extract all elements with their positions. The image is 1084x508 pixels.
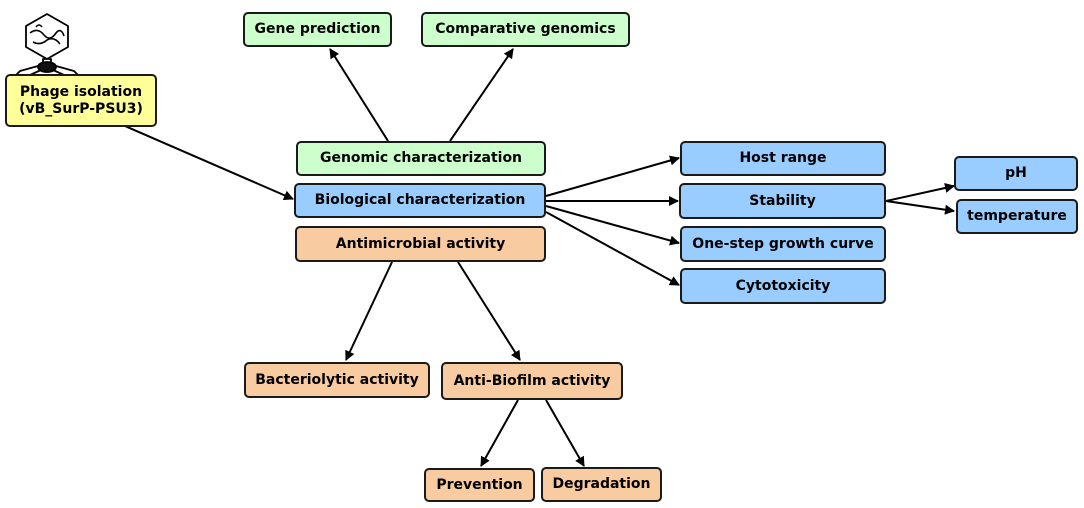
arrow-biological-to-host-range [545, 155, 680, 197]
comparative-genomics-node: Comparative genomics [421, 12, 630, 47]
bacteriolytic-activity-node: Bacteriolytic activity [244, 362, 430, 398]
degradation-label: Degradation [552, 476, 651, 492]
prevention-label: Prevention [436, 476, 523, 493]
cytotoxicity-label: Cytotoxicity [735, 277, 831, 294]
bacteriolytic-activity-label: Bacteriolytic activity [255, 371, 419, 388]
gene-prediction-label: Gene prediction [254, 21, 381, 37]
comparative-genomics-label: Comparative genomics [435, 21, 616, 37]
arrow-stability-to-temperature [885, 200, 955, 215]
degradation-node: Degradation [541, 467, 662, 502]
phage-icon [14, 13, 80, 77]
arrow-biological-to-growth-curve [545, 205, 680, 246]
anti-biofilm-activity-label: Anti-Biofilm activity [453, 372, 611, 389]
arrow-antimicrobial-to-bacteriolytic [345, 261, 393, 361]
host-range-label: Host range [739, 150, 827, 166]
phage-isolation-label: Phage isolation [19, 83, 143, 100]
prevention-node: Prevention [424, 468, 535, 502]
ph-node: pH [954, 156, 1078, 191]
one-step-growth-curve-node: One-step growth curve [680, 226, 886, 262]
one-step-growth-curve-label: One-step growth curve [692, 235, 874, 252]
arrow-genomic-to-gene-prediction [329, 48, 389, 142]
phage-isolation-node: Phage isolation (vB_SurP-PSU3) [5, 74, 157, 127]
arrow-phage-to-biological [124, 125, 294, 200]
biological-characterization-label: Biological characterization [314, 192, 526, 208]
anti-biofilm-activity-node: Anti-Biofilm activity [441, 362, 623, 400]
gene-prediction-node: Gene prediction [243, 12, 392, 47]
biological-characterization-node: Biological characterization [294, 183, 546, 218]
host-range-node: Host range [680, 141, 886, 176]
arrow-antibiofilm-to-prevention [480, 399, 519, 467]
temperature-node: temperature [956, 199, 1078, 234]
arrow-genomic-to-comparative [449, 48, 514, 142]
arrow-stability-to-ph [885, 183, 955, 202]
cytotoxicity-node: Cytotoxicity [680, 268, 886, 304]
arrow-antimicrobial-to-antibiofilm [457, 261, 521, 361]
arrow-biological-to-cytotoxicity [545, 211, 680, 286]
temperature-label: temperature [967, 208, 1067, 224]
antimicrobial-activity-node: Antimicrobial activity [295, 226, 546, 262]
antimicrobial-activity-label: Antimicrobial activity [335, 235, 506, 252]
genomic-characterization-label: Genomic characterization [319, 150, 523, 166]
stability-node: Stability [679, 183, 886, 219]
stability-label: Stability [749, 192, 816, 209]
phage-strain-label: (vB_SurP-PSU3) [19, 100, 143, 117]
genomic-characterization-node: Genomic characterization [296, 141, 546, 176]
arrow-antibiofilm-to-degradation [545, 399, 585, 467]
ph-label: pH [1005, 165, 1027, 181]
